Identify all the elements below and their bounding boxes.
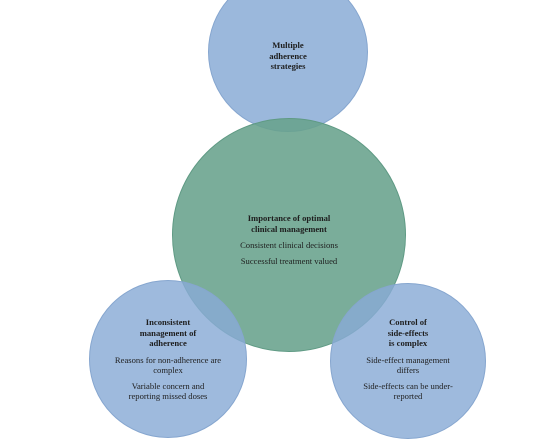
left-circle-item: Variable concern and reporting missed do… (128, 380, 208, 402)
top-circle-label: Multiple adherence strategies (238, 40, 338, 72)
top-circle-title: Multiple adherence strategies (269, 40, 307, 71)
center-circle-item: Consistent clinical decisions (240, 240, 338, 250)
center-circle-item: Successful treatment valued (240, 255, 338, 266)
right-circle-title: Control of side-effects is complex (387, 317, 429, 348)
right-circle-label: Control of side-effects is complex Side-… (340, 317, 476, 402)
center-circle-title: Importance of optimal clinical managemen… (247, 213, 331, 234)
circle-inconsistent-adherence-management (89, 280, 247, 438)
circle-multiple-adherence-strategies (208, 0, 368, 132)
left-circle-label: Inconsistent management of adherence Rea… (100, 317, 236, 402)
circle-side-effects-control (330, 283, 486, 439)
center-circle-label: Importance of optimal clinical managemen… (214, 213, 364, 266)
right-circle-item: Side-effect management differs (366, 354, 450, 376)
right-circle-item: Side-effects can be under- reported (363, 380, 453, 402)
left-circle-item: Reasons for non-adherence are complex (114, 354, 222, 376)
left-circle-title: Inconsistent management of adherence (139, 317, 197, 348)
